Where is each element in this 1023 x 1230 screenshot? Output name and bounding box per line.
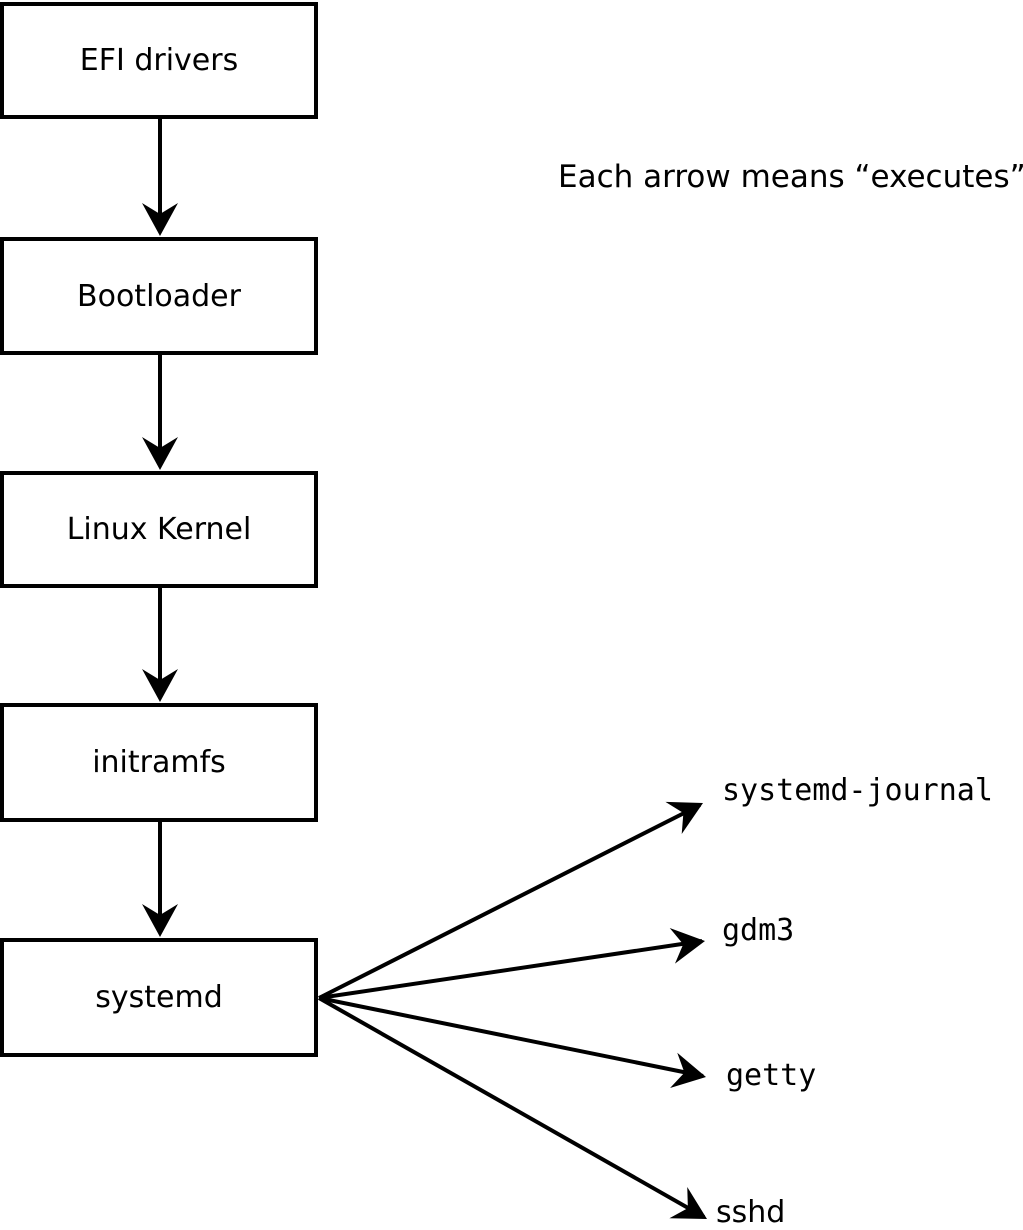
edge-initramfs-systemd [142, 822, 178, 937]
node-label: systemd [95, 980, 223, 1015]
edge-systemd-gdm3 [318, 928, 705, 1000]
node-label: initramfs [92, 745, 226, 780]
label-gdm3: gdm3 [722, 913, 795, 948]
arrowhead-icon [142, 904, 178, 937]
node-label: Linux Kernel [66, 512, 252, 547]
edge-systemd-getty [318, 996, 706, 1089]
edge-efi-bootloader [142, 119, 178, 236]
edge-bootloader-kernel [142, 355, 178, 470]
node-label: EFI drivers [79, 43, 239, 78]
node-bootloader: Bootloader [0, 237, 318, 355]
node-label: Bootloader [77, 278, 241, 314]
label-getty: getty [726, 1058, 817, 1093]
arrowhead-icon [142, 203, 178, 236]
arrowhead-icon [669, 928, 705, 964]
edge-systemd-sshd [318, 996, 707, 1219]
arrowhead-icon [142, 437, 178, 470]
arrowhead-icon [669, 1187, 707, 1219]
edge-kernel-initramfs [142, 588, 178, 702]
arrowhead-icon [142, 669, 178, 702]
arrowhead-icon [670, 1052, 706, 1089]
label-systemd-journal: systemd-journal [722, 773, 993, 808]
annotation-text: Each arrow means “executes”. [558, 159, 1023, 195]
node-linux-kernel: Linux Kernel [0, 471, 318, 588]
node-initramfs: initramfs [0, 703, 318, 822]
node-efi-drivers: EFI drivers [0, 2, 318, 119]
edge-systemd-journal [318, 801, 703, 1000]
arrowhead-icon [665, 801, 703, 834]
node-systemd: systemd [0, 938, 318, 1057]
label-sshd: sshd [716, 1195, 786, 1230]
